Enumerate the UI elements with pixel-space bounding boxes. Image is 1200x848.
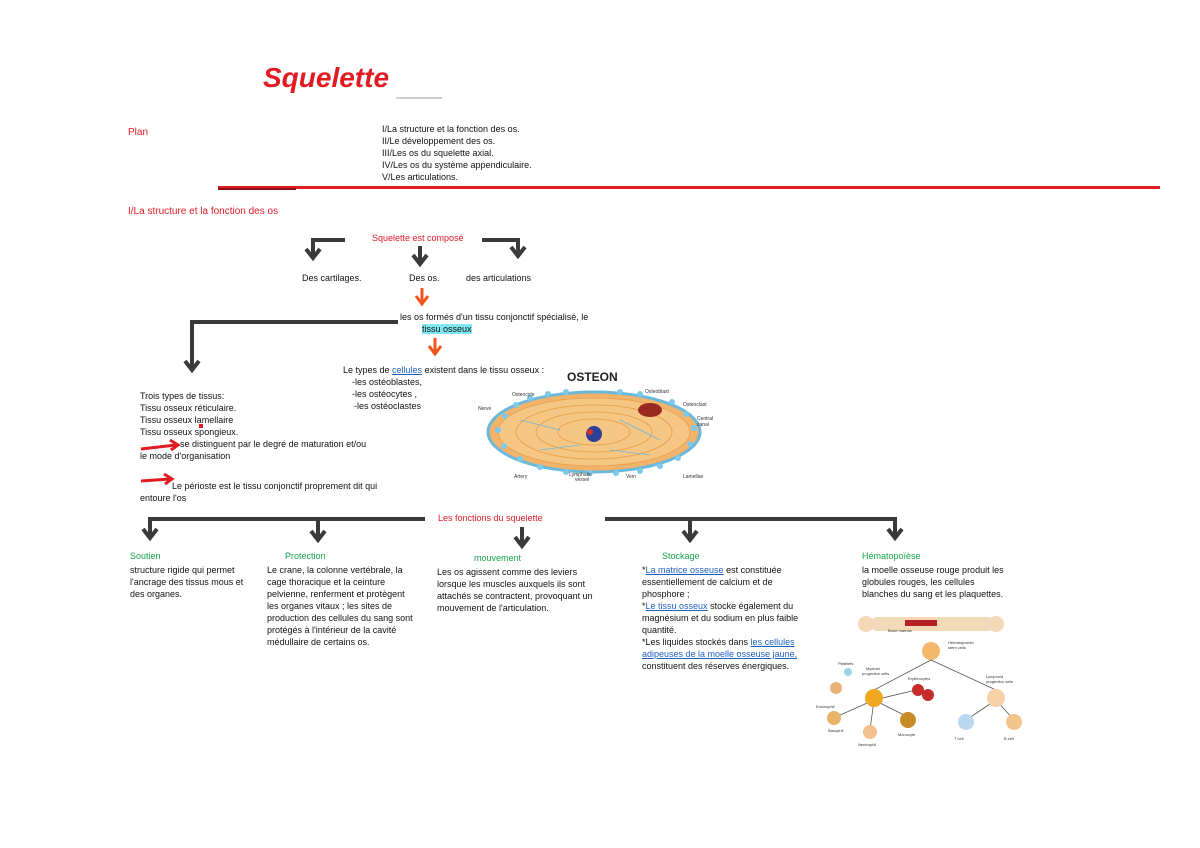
hematopoiesis-image: Bone marrow Hematopoietic stem cells Mye… — [816, 616, 1022, 747]
cellules-link[interactable]: cellules — [392, 365, 423, 375]
stockage-p2: *Le tissu osseux stocke également du mag… — [642, 601, 799, 635]
types-suffix: existent dans le tissu osseux : — [422, 365, 545, 375]
svg-text:Erythrocytes: Erythrocytes — [908, 676, 930, 681]
svg-text:Basophil: Basophil — [828, 728, 843, 733]
svg-text:progenitor cells: progenitor cells — [862, 671, 889, 676]
svg-text:Eosinophil: Eosinophil — [816, 704, 835, 709]
plan-item: IV/Les os du système appendiculaire. — [382, 160, 532, 170]
hematopoiese-title: Hématopoïèse — [862, 551, 921, 561]
svg-text:B cell: B cell — [1004, 736, 1014, 741]
svg-text:Vein: Vein — [626, 474, 636, 480]
perioste-line: Le périoste est le tissu conjonctif prop… — [140, 481, 378, 503]
functions-arrows — [141, 517, 904, 550]
plan-label: Plan — [128, 127, 149, 138]
page-title: Squelette — [263, 62, 390, 93]
red-arrow-1 — [140, 438, 181, 452]
svg-text:canal: canal — [697, 422, 709, 428]
plan-list: I/La structure et la fonction des os. II… — [382, 123, 532, 183]
svg-text:Lymphatic: Lymphatic — [569, 472, 592, 478]
hematopoiese-text: la moelle osseuse rouge produit les glob… — [862, 565, 1004, 599]
protection-title: Protection — [285, 551, 326, 561]
svg-text:vessel: vessel — [575, 477, 589, 483]
stockage-p3: *Les liquides stockés dans les cellules … — [642, 637, 798, 671]
protection-text: Le crane, la colonne vertébrale, la cage… — [267, 565, 413, 647]
svg-text:Osteoblast: Osteoblast — [645, 389, 670, 395]
tissus-line: se distinguent par le degré de maturatio… — [180, 439, 367, 449]
title-underline — [396, 97, 442, 99]
svg-text:Central: Central — [697, 416, 713, 422]
tissus-line: Tissu osseux réticulaire. — [140, 403, 237, 413]
branch-cartilages: Des cartilages. — [302, 273, 362, 283]
svg-text:stem cells: stem cells — [948, 645, 966, 650]
red-arrow-2 — [140, 472, 175, 486]
branch-arrow-right — [482, 238, 527, 260]
function-mouvement: mouvement Les os agissent comme des levi… — [437, 552, 607, 614]
svg-text:Bone marrow: Bone marrow — [888, 628, 912, 633]
mouvement-title: mouvement — [474, 553, 522, 563]
plan-item: I/La structure et la fonction des os. — [382, 124, 520, 134]
tissu-osseux-highlight: tissu osseux — [422, 324, 472, 334]
plan-item: III/Les os du squelette axial. — [382, 148, 494, 158]
function-hematopoiese: Hématopoïèse la moelle osseuse rouge pro… — [862, 550, 1012, 600]
svg-text:Monocyte: Monocyte — [898, 732, 916, 737]
svg-text:Osteocyte: Osteocyte — [512, 392, 535, 398]
function-protection: Protection Le crane, la colonne vertébra… — [267, 550, 417, 648]
plan-item: V/Les articulations. — [382, 172, 459, 182]
tissus-line: Trois types de tissus: — [140, 391, 225, 401]
tissus-line: Tissu osseux spongieux. — [140, 427, 239, 437]
tissus-line: le mode d'organisation — [140, 451, 231, 461]
svg-text:Myeloid: Myeloid — [866, 666, 880, 671]
svg-text:Nerve: Nerve — [478, 406, 492, 412]
function-stockage: Stockage *La matrice osseuse est constit… — [642, 550, 817, 672]
svg-text:Platelets: Platelets — [838, 661, 853, 666]
cell-type-item: -les ostéoblastes, — [352, 377, 423, 387]
svg-text:Osteoclast: Osteoclast — [683, 402, 707, 408]
tissus-line: Tissu osseux lamellaire — [140, 415, 234, 425]
orange-arrow-1 — [414, 288, 430, 307]
red-divider — [218, 186, 1160, 189]
tissu-osseux-link[interactable]: Le tissu osseux — [645, 601, 708, 611]
matrice-osseuse-link[interactable]: La matrice osseuse — [645, 565, 724, 575]
mouvement-text: Les os agissent comme des leviers lorsqu… — [437, 567, 593, 613]
cell-type-item: -les ostéoclastes — [354, 401, 422, 411]
cellules-adipeuses-link[interactable]: les cellules adipeuses de la moelle osse… — [642, 637, 798, 659]
branch-os: Des os. — [409, 273, 440, 283]
stockage-p1: *La matrice osseuse est constituée essen… — [642, 565, 782, 599]
orange-arrow-2 — [427, 338, 443, 357]
soutien-title: Soutien — [130, 551, 161, 561]
tissus-block: Trois types de tissus: Tissu osseux réti… — [140, 390, 400, 462]
diagram-root: Squelette est composé — [372, 233, 464, 243]
types-prefix: Le types de — [343, 365, 393, 375]
osteon-image: OSTEON Osteocyte Osteoblast Osteoclast N… — [478, 370, 713, 483]
red-mark — [199, 424, 203, 428]
svg-text:Lamellae: Lamellae — [683, 474, 704, 480]
functions-heading: Les fonctions du squelette — [438, 513, 543, 523]
types-cellules: Le types de cellules existent dans le ti… — [343, 364, 544, 412]
os-formes-line: les os formés d'un tissu conjonctif spéc… — [400, 312, 589, 322]
os-formes-text: les os formés d'un tissu conjonctif spéc… — [400, 311, 640, 335]
svg-text:progenitor cells: progenitor cells — [986, 679, 1013, 684]
section-heading: I/La structure et la fonction des os — [128, 206, 279, 217]
svg-text:Neutrophil: Neutrophil — [858, 742, 876, 747]
plan-item: II/Le développement des os. — [382, 136, 496, 146]
function-soutien: Soutien structure rigide qui permet l'an… — [130, 550, 250, 600]
stockage-title: Stockage — [662, 551, 700, 561]
branch-arrow-center — [411, 246, 429, 268]
svg-text:Lymphoid: Lymphoid — [986, 674, 1003, 679]
branch-articulations: des articulations — [466, 273, 532, 283]
cell-type-item: -les ostéocytes , — [352, 389, 418, 399]
perioste-text: Le périoste est le tissu conjonctif prop… — [140, 480, 400, 504]
branch-arrow-left — [304, 238, 345, 262]
tissus-arrow — [183, 320, 398, 374]
svg-text:Artery: Artery — [514, 474, 528, 480]
soutien-text: structure rigide qui permet l'ancrage de… — [130, 565, 244, 599]
svg-text:T cell: T cell — [954, 736, 964, 741]
osteon-title: OSTEON — [567, 370, 618, 384]
red-divider-accent — [218, 188, 296, 190]
svg-text:Hematopoietic: Hematopoietic — [948, 640, 974, 645]
